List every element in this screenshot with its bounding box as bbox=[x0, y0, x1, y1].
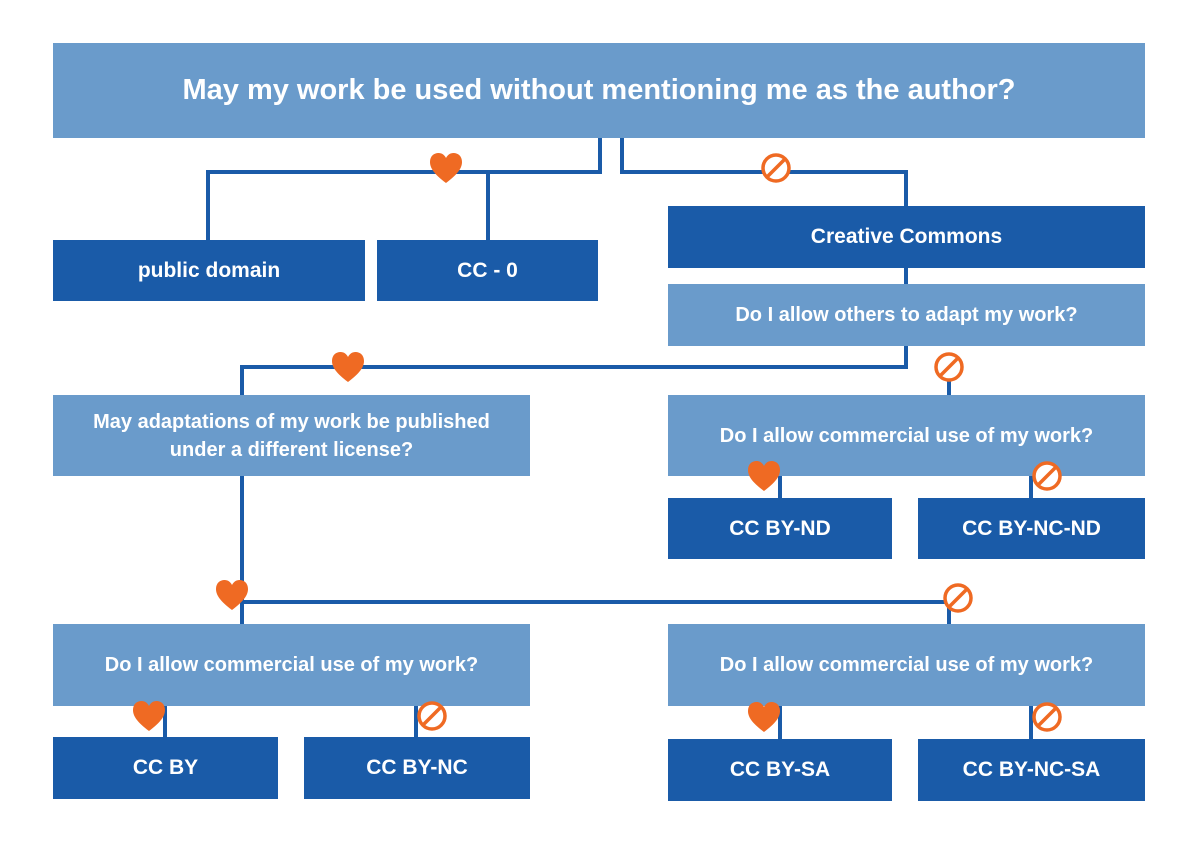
prohibited-icon bbox=[1032, 702, 1062, 732]
commercial-question-by-box: Do I allow commercial use of my work? bbox=[53, 624, 530, 706]
adapt-question-text: Do I allow others to adapt my work? bbox=[735, 304, 1078, 326]
license-cc-by: CC BY bbox=[53, 737, 278, 799]
prohibited-icon bbox=[934, 352, 964, 382]
adapt-question-box: Do I allow others to adapt my work? bbox=[668, 284, 1145, 346]
heart-icon bbox=[748, 461, 780, 491]
creative-commons-label: Creative Commons bbox=[810, 225, 1003, 248]
license-cc-by-nc-sa: CC BY-NC-SA bbox=[918, 739, 1145, 801]
prohibited-icon bbox=[761, 153, 791, 183]
commercial-question-by-text: Do I allow commercial use of my work? bbox=[104, 654, 479, 676]
license-cc-by-sa-label: CC BY-SA bbox=[729, 758, 831, 781]
public-domain-box: public domain bbox=[53, 240, 365, 301]
root-question-text: May my work be used without mentioning m… bbox=[182, 74, 1016, 106]
different-license-question-text: May adaptations of my work be published … bbox=[93, 410, 490, 461]
license-cc-by-sa: CC BY-SA bbox=[668, 739, 892, 801]
commercial-question-nd-box: Do I allow commercial use of my work? bbox=[668, 395, 1145, 476]
heart-icon bbox=[133, 701, 165, 731]
cc0-box: CC - 0 bbox=[377, 240, 598, 301]
prohibited-icon bbox=[943, 583, 973, 613]
commercial-question-nd-text: Do I allow commercial use of my work? bbox=[719, 424, 1094, 447]
license-cc-by-label: CC BY bbox=[132, 756, 199, 779]
connector-difflicense-split bbox=[240, 600, 951, 626]
license-cc-by-nd-label: CC BY-ND bbox=[729, 516, 831, 540]
public-domain-label: public domain bbox=[137, 258, 281, 282]
different-license-question-box: May adaptations of my work be published … bbox=[53, 395, 530, 476]
connector-root-yes bbox=[206, 136, 602, 242]
commercial-question-sa-text: Do I allow commercial use of my work? bbox=[719, 654, 1094, 676]
connector-adapt-split bbox=[240, 344, 908, 397]
root-question: May my work be used without mentioning m… bbox=[53, 43, 1145, 138]
commercial-question-sa-box: Do I allow commercial use of my work? bbox=[668, 624, 1145, 706]
heart-icon bbox=[332, 352, 364, 382]
license-cc-by-nc-sa-label: CC BY-NC-SA bbox=[962, 758, 1101, 781]
license-cc-by-nc-label: CC BY-NC bbox=[366, 756, 468, 779]
prohibited-icon bbox=[1032, 461, 1062, 491]
license-cc-by-nc-nd-label: CC BY-NC-ND bbox=[962, 516, 1101, 540]
heart-icon bbox=[216, 580, 248, 610]
heart-icon bbox=[748, 702, 780, 732]
heart-icon bbox=[430, 153, 462, 183]
license-cc-by-nc-nd: CC BY-NC-ND bbox=[918, 498, 1145, 559]
license-cc-by-nd: CC BY-ND bbox=[668, 498, 892, 559]
prohibited-icon bbox=[417, 701, 447, 731]
creative-commons-box: Creative Commons bbox=[668, 206, 1145, 268]
cc0-label: CC - 0 bbox=[457, 258, 518, 282]
license-cc-by-nc: CC BY-NC bbox=[304, 737, 530, 799]
